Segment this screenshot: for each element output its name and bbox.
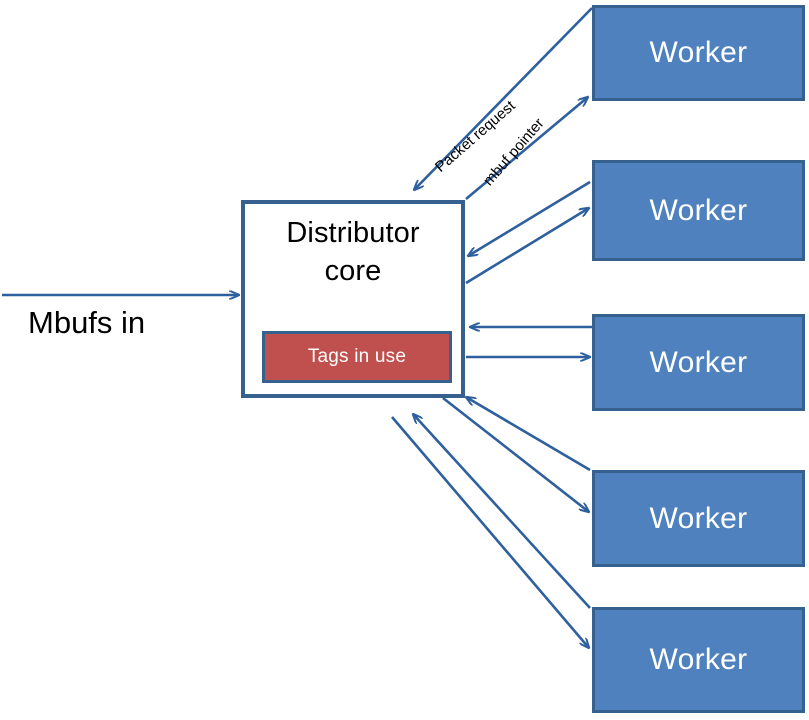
worker-box-1[interactable]: Worker xyxy=(592,5,805,101)
worker-label-3: Worker xyxy=(649,345,748,379)
worker-box-2[interactable]: Worker xyxy=(592,160,805,261)
mbufs-in-label: Mbufs in xyxy=(28,305,146,340)
arrow-mbuf-pointer-w4 xyxy=(442,396,589,512)
worker-box-4[interactable]: Worker xyxy=(592,470,805,567)
arrow-packet-request-w2 xyxy=(468,180,591,256)
distributor-core-title: Distributor core xyxy=(245,214,461,290)
arrow-mbuf-pointer-w5 xyxy=(391,416,589,648)
arrow-mbuf-pointer-w2 xyxy=(465,208,589,285)
worker-label-1: Worker xyxy=(649,36,748,69)
worker-label-2: Worker xyxy=(649,193,748,227)
tags-in-use-label: Tags in use xyxy=(307,346,407,367)
arrow-packet-request-w4 xyxy=(466,397,591,472)
distributor-core-box[interactable]: Distributor core Tags in use xyxy=(241,200,465,398)
worker-box-3[interactable]: Worker xyxy=(592,314,805,411)
tags-in-use-box[interactable]: Tags in use xyxy=(262,331,452,383)
distributor-core-title-line2: core xyxy=(324,255,382,287)
arrow-packet-request-w5 xyxy=(413,414,591,609)
distributor-core-title-line1: Distributor xyxy=(286,217,420,249)
worker-label-4: Worker xyxy=(649,501,748,535)
worker-label-5: Worker xyxy=(649,643,748,676)
worker-box-5[interactable]: Worker xyxy=(592,607,805,713)
